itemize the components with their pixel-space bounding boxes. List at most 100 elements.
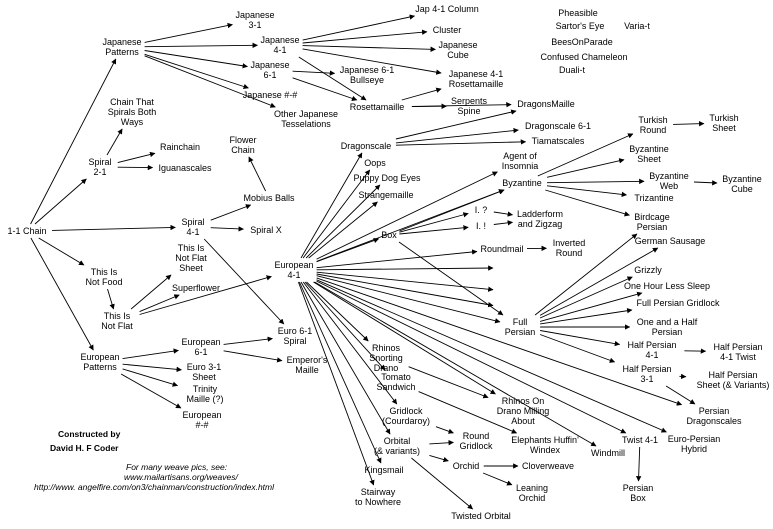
node-dualt: Duali-t: [559, 65, 586, 75]
node-nfsheet-line: Sheet: [179, 263, 203, 273]
node-j31-line: Japanese: [235, 10, 274, 20]
node-twist41-line: Twist 4-1: [622, 435, 658, 445]
node-pheas-line: Pheasible: [558, 8, 598, 18]
node-turkr-line: Round: [640, 125, 667, 135]
arrow-e41-to-puppy: [305, 184, 381, 259]
node-confused-line: Confused Chameleon: [540, 52, 627, 62]
arrow-sp41-to-mobius: [210, 204, 252, 221]
node-dragon-line: Dragonscale: [341, 141, 392, 151]
arrow-n1-to-sp41: [51, 224, 176, 231]
node-fpg: Full Persian Gridlock: [636, 298, 720, 308]
node-otherj-line: Tesselations: [281, 119, 331, 129]
node-j41-line: Japanese: [260, 35, 299, 45]
node-iguana: Iguanascales: [158, 163, 212, 173]
node-rgrid-line: Gridlock: [459, 441, 493, 451]
node-orchid-line: Orchid: [453, 461, 480, 471]
node-fullp-line: Full: [513, 317, 528, 327]
arrow-e41-to-rhinos: [306, 281, 369, 342]
arrow-rosetta-to-dmaille: [411, 101, 512, 108]
node-hp41-line: Half Persian: [627, 340, 676, 350]
node-windmill-line: Windmill: [591, 448, 625, 458]
node-notfood-line: This Is: [91, 267, 118, 277]
arrow-e41-to-fullp: [316, 275, 501, 324]
node-hp41t-line: 4-1 Twist: [720, 352, 756, 362]
arrow-j41-to-cluster: [302, 29, 428, 44]
arrow-e41-to-strange: [308, 201, 378, 259]
arrow-n1-to-jp: [30, 58, 117, 225]
arrow-fullp-to-hp31: [539, 334, 616, 363]
arrow-n1-to-euro: [30, 237, 94, 351]
footer-notes: Constructed by David H. F Coder For many…: [34, 429, 275, 492]
node-both-line: Chain That: [110, 97, 154, 107]
arrow-byz-to-byzs: [546, 158, 625, 178]
node-byz: Byzantine: [502, 178, 542, 188]
arrow-e41-to-tomato: [304, 281, 386, 371]
node-elephants-line: Elephants Huffin': [511, 435, 579, 445]
node-spx: Spiral X: [250, 225, 282, 235]
node-i1-line: I. ?: [475, 205, 488, 215]
node-byz-line: Byzantine: [502, 178, 542, 188]
arrow-e41-to-dragon: [300, 152, 363, 259]
node-n1-line: 1-1 Chain: [7, 226, 46, 236]
node-j41r-line: Japanese 4-1: [449, 69, 504, 79]
node-flower-line: Chain: [231, 145, 255, 155]
node-pbox-line: Persian: [623, 483, 654, 493]
node-jcube-line: Cube: [447, 50, 469, 60]
arrow-gridlock-to-rgrid: [435, 426, 454, 434]
arrow-jp-to-j61: [144, 50, 248, 69]
node-confused: Confused Chameleon: [540, 52, 627, 62]
arrow-j41-to-col: [302, 14, 416, 41]
node-sp41-line: Spiral: [181, 217, 204, 227]
node-twist41: Twist 4-1: [622, 435, 658, 445]
node-e61-line: European: [181, 337, 220, 347]
node-sartor-line: Sartor's Eye: [556, 21, 605, 31]
node-byzc-line: Byzantine: [722, 174, 762, 184]
arrow-euro-to-epp: [120, 373, 182, 409]
node-orbital: Orbital(& variants): [374, 436, 420, 456]
node-tiamat-line: Tiamatscales: [532, 136, 585, 146]
node-eph-line: Euro-Persian: [668, 434, 721, 444]
node-hp41t-line: Half Persian: [713, 342, 762, 352]
node-stair-line: Stairway: [361, 487, 396, 497]
node-e61s-line: Euro 6-1: [278, 326, 313, 336]
arrow-fullp-to-ohls: [539, 291, 643, 322]
node-hp41-line: 4-1: [645, 350, 658, 360]
node-dmaille-line: DragonsMaille: [517, 99, 575, 109]
node-birdcage-line: Birdcage: [634, 212, 670, 222]
node-sp41-line: 4-1: [186, 227, 199, 237]
node-byzs-line: Sheet: [637, 154, 661, 164]
node-agent-line: Agent of: [503, 151, 537, 161]
node-bees: BeesOnParade: [551, 37, 613, 47]
node-j61b-line: Japanese 6-1: [340, 65, 395, 75]
node-rhinosmill-line: About: [511, 416, 535, 426]
node-e41-line: 4-1: [287, 270, 300, 280]
node-rhinos-line: Rhinos: [372, 343, 401, 353]
node-hp31s-line: Sheet (& Variants): [697, 380, 770, 390]
node-e61s-line: Spiral: [283, 336, 306, 346]
node-fullp-line: Persian: [505, 327, 536, 337]
node-e41-line: European: [274, 260, 313, 270]
arrow-euro-to-e31: [122, 363, 182, 373]
node-serp-line: Serpents: [451, 96, 488, 106]
node-iguana-line: Iguanascales: [158, 163, 212, 173]
node-ohp-line: One and a Half: [637, 317, 698, 327]
node-emperor-line: Maille: [295, 365, 319, 375]
arrow-orbital-to-twistorb: [411, 457, 474, 510]
arrow-box-to-byz: [399, 189, 505, 232]
